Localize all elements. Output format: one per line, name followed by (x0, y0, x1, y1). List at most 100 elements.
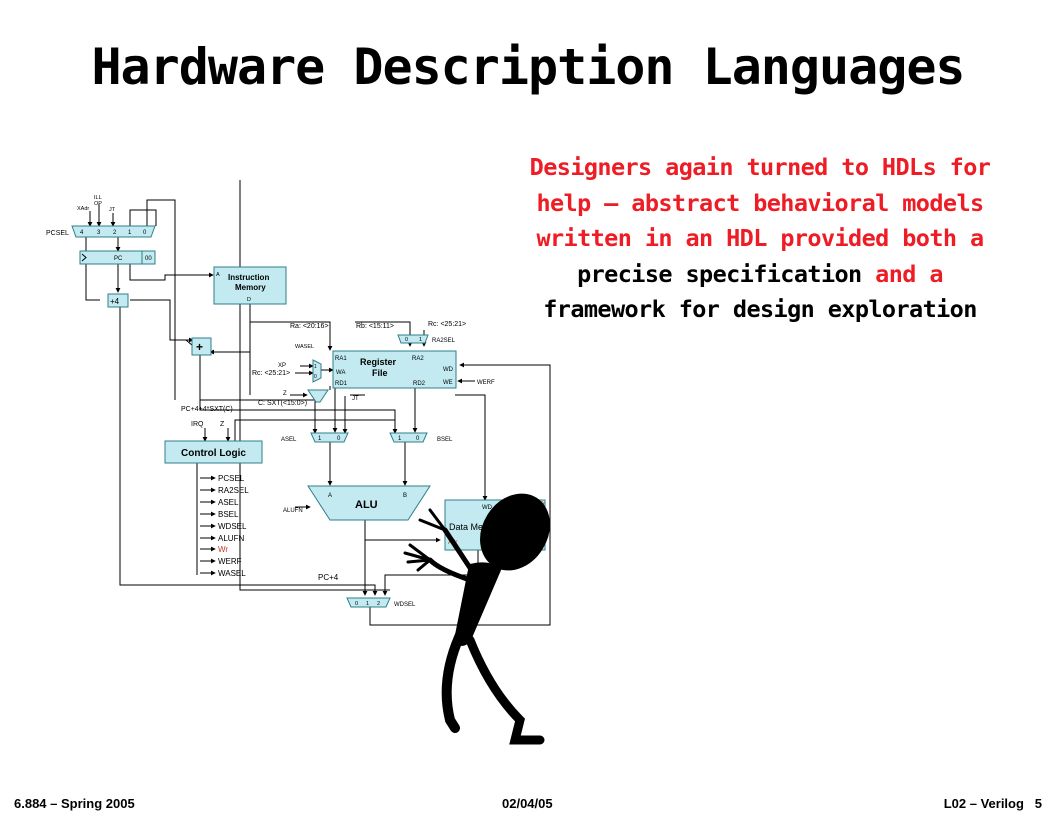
svg-text:WD: WD (443, 367, 454, 373)
description-run: models written in an HDL (536, 188, 984, 253)
svg-text:A: A (328, 493, 332, 499)
svg-text:WDSEL: WDSEL (218, 522, 247, 531)
svg-text:1: 1 (318, 436, 322, 442)
pcsel-mux: PCSEL 4 3 2 1 0 XAdr ILL OP JT (46, 195, 156, 238)
svg-text:D: D (247, 297, 251, 303)
svg-text:WE: WE (443, 380, 453, 386)
svg-text:1: 1 (366, 601, 369, 607)
svg-text:Wr: Wr (218, 545, 228, 554)
svg-text:2: 2 (113, 230, 117, 236)
svg-text:PC: PC (114, 256, 123, 262)
svg-text:ALUFN: ALUFN (218, 534, 244, 543)
svg-text:Z: Z (283, 391, 287, 397)
svg-text:RD1: RD1 (335, 381, 348, 387)
svg-text:0: 0 (355, 601, 358, 607)
wdsel-mux: 0 1 2 WDSEL (346, 597, 416, 608)
svg-text:Data Memory: Data Memory (449, 522, 504, 532)
svg-text:WASEL: WASEL (295, 344, 314, 350)
svg-text:0: 0 (314, 374, 317, 380)
register-file: Register File RA1 RA2 WA WD RD1 RD2 WE W… (332, 350, 495, 389)
svg-text:Ra: <20:16>: Ra: <20:16> (290, 323, 329, 330)
z-comparator (307, 389, 329, 403)
svg-text:BSEL: BSEL (218, 510, 239, 519)
svg-text:+4: +4 (110, 297, 120, 306)
svg-text:WERF: WERF (477, 380, 495, 386)
svg-text:ALU: ALU (355, 499, 378, 511)
stick-figure-icon (403, 493, 550, 745)
alu: ALU A B ALUFN (283, 485, 431, 521)
svg-text:BSEL: BSEL (437, 437, 453, 443)
svg-text:0: 0 (143, 230, 147, 236)
svg-text:1: 1 (128, 230, 132, 236)
svg-text:RA2: RA2 (412, 356, 424, 362)
description-run: specification (685, 259, 876, 288)
svg-text:Memory: Memory (235, 283, 266, 292)
description-run: precise (577, 259, 686, 288)
instruction-field-labels: Ra: <20:16> Rb: <15:11> Rc: <25:21> Rc: … (181, 321, 466, 413)
svg-text:RD2: RD2 (413, 381, 426, 387)
beta-processor-diagram: PCSEL 4 3 2 1 0 XAdr ILL OP JT PC 00 +4 … (46, 180, 551, 745)
svg-text:C: SXT(<15:0>): C: SXT(<15:0>) (258, 400, 307, 407)
svg-text:WERF: WERF (218, 557, 242, 566)
svg-text:1: 1 (419, 337, 422, 343)
svg-text:IRQ: IRQ (191, 421, 204, 428)
description-run: and a (875, 259, 943, 288)
svg-text:PC+4+4*SXT(C): PC+4+4*SXT(C) (181, 406, 233, 413)
svg-text:0: 0 (405, 337, 408, 343)
svg-text:JT: JT (109, 207, 116, 213)
svg-text:00: 00 (145, 256, 152, 262)
svg-text:Register: Register (360, 357, 397, 367)
svg-text:WD: WD (482, 505, 493, 511)
wasel-mux: WASEL 1 0 (295, 344, 322, 383)
description-run: provided both a (780, 224, 984, 252)
svg-text:4: 4 (80, 230, 84, 236)
svg-text:1: 1 (314, 364, 317, 370)
svg-text:2: 2 (377, 601, 380, 607)
svg-text:PCSEL: PCSEL (46, 230, 69, 237)
svg-text:PCSEL: PCSEL (218, 474, 245, 483)
svg-text:Rb: <15:11>: Rb: <15:11> (356, 323, 394, 330)
branch-adder: + (191, 337, 212, 356)
svg-text:ILL: ILL (94, 195, 102, 201)
svg-text:3: 3 (97, 230, 101, 236)
pc-register: PC 00 (79, 250, 156, 265)
svg-text:WA: WA (336, 370, 345, 376)
svg-text:0: 0 (337, 436, 341, 442)
description-run: for help – abstract behavioral (536, 153, 991, 217)
svg-text:RA1: RA1 (335, 356, 347, 362)
control-logic: Control Logic IRQ Z (164, 421, 263, 464)
svg-text:RA2SEL: RA2SEL (432, 338, 456, 344)
svg-text:JT: JT (352, 396, 359, 402)
asel-mux: 1 0 ASEL (281, 432, 349, 443)
svg-text:Control Logic: Control Logic (181, 448, 246, 459)
svg-text:WDSEL: WDSEL (394, 602, 416, 608)
plus4-adder: +4 (107, 293, 129, 308)
description-text: Designers again turned to HDLs for help … (520, 150, 1000, 328)
svg-text:0: 0 (416, 436, 420, 442)
footer-right: L02 – Verilog 5 (943, 796, 1042, 811)
svg-text:ASEL: ASEL (281, 437, 297, 443)
pc4-label: PC+4 (318, 573, 339, 582)
svg-text:RA2SEL: RA2SEL (218, 486, 249, 495)
svg-text:Rc: <25:21>: Rc: <25:21> (428, 321, 466, 328)
svg-text:ALUFN: ALUFN (283, 508, 303, 514)
svg-text:Rc: <25:21>: Rc: <25:21> (252, 370, 290, 377)
footer-date: 02/04/05 (502, 796, 553, 811)
svg-text:+: + (196, 340, 203, 354)
ra2sel-mux: 0 1 RA2SEL (397, 334, 456, 344)
svg-text:XP: XP (278, 363, 286, 369)
svg-text:1: 1 (398, 436, 402, 442)
svg-text:Instruction: Instruction (228, 273, 269, 282)
slide-title: Hardware Description Languages (91, 38, 965, 96)
instruction-memory: Instruction Memory A D (213, 266, 287, 305)
footer-left: 6.884 – Spring 2005 (14, 796, 135, 811)
svg-text:OP: OP (94, 201, 102, 207)
description-run: framework (543, 295, 679, 323)
svg-text:XAdr: XAdr (77, 206, 89, 212)
svg-text:ASEL: ASEL (218, 498, 239, 507)
svg-text:B: B (403, 493, 407, 499)
description-run: for design exploration (678, 295, 978, 323)
svg-text:Z: Z (220, 421, 225, 428)
svg-text:A: A (216, 272, 220, 278)
control-outputs: PCSEL RA2SEL ASEL BSEL WDSEL ALUFN Wr WE… (218, 474, 249, 578)
